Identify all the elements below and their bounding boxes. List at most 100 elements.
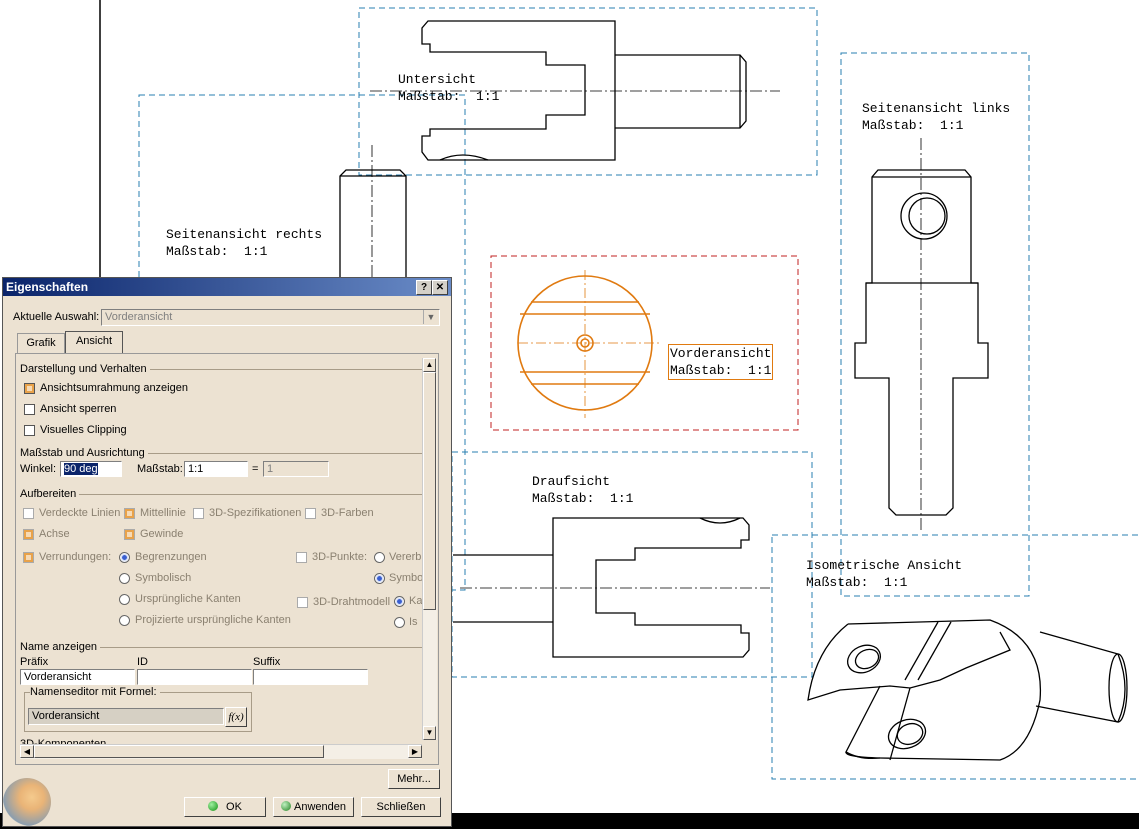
radio-symbolisch[interactable] [119, 573, 130, 584]
namenseditor-title: Namenseditor mit Formel: [30, 686, 160, 698]
radio-vererb[interactable] [374, 552, 385, 563]
label-3d-punkte: 3D-Punkte: [312, 551, 368, 563]
ok-button[interactable]: OK [184, 797, 266, 817]
anwenden-label: Anwenden [294, 801, 346, 813]
scroll-right-icon[interactable]: ▶ [408, 745, 422, 758]
vertical-scrollbar[interactable]: ▲ ▼ [422, 358, 437, 740]
label-symbolisch: Symbolisch [135, 572, 192, 584]
aktuelle-auswahl-value: Vorderansicht [105, 311, 173, 323]
checkbox-verdeckte-linien[interactable] [23, 508, 34, 519]
massstab-input[interactable]: 1:1 [184, 461, 248, 477]
checkbox-3d-farben[interactable] [305, 508, 316, 519]
properties-dialog[interactable]: Eigenschaften ? ✕ Aktuelle Auswahl: Vord… [2, 277, 452, 827]
label-suffix: Suffix [253, 656, 281, 668]
schliessen-button[interactable]: Schließen [361, 797, 441, 817]
view-label-isometrisch[interactable]: Isometrische Ansicht Maßstab: 1:1 [806, 557, 962, 591]
label-visuelles-clipping: Visuelles Clipping [40, 424, 127, 436]
label-3d-farben: 3D-Farben [321, 507, 374, 519]
radio-begrenzungen[interactable] [119, 552, 130, 563]
checkbox-3d-punkte[interactable] [296, 552, 307, 563]
view-scale: Maßstab: 1:1 [398, 89, 500, 104]
frame-isometrisch[interactable] [771, 534, 1139, 780]
geometry-seitenansicht-links [854, 138, 989, 530]
label-ka: Ka [409, 595, 423, 607]
label-urspruengliche-kanten: Ursprüngliche Kanten [135, 593, 241, 605]
tab-panel-ansicht: Darstellung und Verhalten Ansichtsumrahm… [15, 353, 439, 765]
geometry-vorderansicht [517, 270, 660, 418]
group-title-3d-komponenten: 3D-Komponenten [20, 738, 107, 744]
view-label-draufsicht[interactable]: Draufsicht Maßstab: 1:1 [532, 473, 633, 507]
checkbox-ansichtsumrahmung[interactable] [24, 383, 35, 394]
namenseditor-input[interactable]: Vorderansicht [28, 708, 224, 725]
hscrollbar-thumb[interactable] [34, 745, 324, 758]
label-id: ID [137, 656, 148, 668]
mehr-button[interactable]: Mehr... [388, 769, 440, 789]
frame-seitenansicht-links[interactable] [840, 52, 1030, 597]
checkbox-verrundungen[interactable] [23, 552, 34, 563]
horizontal-scrollbar[interactable]: ◀ ▶ [20, 744, 422, 759]
view-label-seitenansicht-links[interactable]: Seitenansicht links Maßstab: 1:1 [862, 100, 1010, 134]
checkbox-achse[interactable] [23, 529, 34, 540]
radio-ka[interactable] [394, 596, 405, 607]
checkbox-3d-drahtmodell[interactable] [297, 597, 308, 608]
geometry-seitenansicht-rechts [339, 145, 407, 280]
view-name: Vorderansicht [670, 346, 772, 361]
checkbox-gewinde[interactable] [124, 529, 135, 540]
label-3d-drahtmodell: 3D-Drahtmodell [313, 596, 391, 608]
frame-draufsicht[interactable] [451, 451, 813, 678]
view-label-vorderansicht[interactable]: Vorderansicht Maßstab: 1:1 [668, 344, 774, 380]
checkbox-visuelles-clipping[interactable] [24, 425, 35, 436]
tab-ansicht[interactable]: Ansicht [65, 331, 123, 354]
label-projizierte-kanten: Projizierte ursprüngliche Kanten [135, 614, 291, 626]
aktuelle-auswahl-dropdown[interactable]: Vorderansicht ▼ [101, 309, 440, 326]
group-title-name: Name anzeigen [20, 641, 101, 653]
scroll-down-icon[interactable]: ▼ [423, 726, 436, 740]
aktuelle-auswahl-label: Aktuelle Auswahl: [13, 311, 100, 323]
label-is: Is [409, 616, 418, 628]
geometry-isometrisch [807, 619, 1128, 761]
checkbox-mittellinie[interactable] [124, 508, 135, 519]
close-button[interactable]: ✕ [432, 280, 448, 295]
tab-grafik[interactable]: Grafik [17, 333, 65, 353]
view-name: Seitenansicht rechts [166, 227, 323, 242]
group-divider [20, 369, 422, 370]
chevron-down-icon: ▼ [423, 310, 438, 324]
radio-urspruengliche-kanten[interactable] [119, 594, 130, 605]
radio-is[interactable] [394, 617, 405, 628]
label-praefix: Präfix [20, 656, 49, 668]
anwenden-button[interactable]: Anwenden [273, 797, 354, 817]
label-winkel: Winkel: [20, 463, 57, 475]
frame-vorderansicht[interactable] [490, 255, 799, 431]
geometry-draufsicht [453, 517, 770, 658]
group-title-darstellung: Darstellung und Verhalten [20, 363, 150, 375]
ok-label: OK [226, 801, 242, 813]
view-label-untersicht[interactable]: Untersicht Maßstab: 1:1 [398, 71, 499, 105]
radio-symbo[interactable] [374, 573, 385, 584]
checkbox-3d-spezifikationen[interactable] [193, 508, 204, 519]
label-massstab: Maßstab: [137, 463, 183, 475]
label-vererb: Vererb [389, 551, 422, 563]
praefix-input[interactable]: Vorderansicht [20, 669, 135, 685]
view-label-seitenansicht-rechts[interactable]: Seitenansicht rechts Maßstab: 1:1 [166, 226, 322, 260]
view-name: Untersicht [398, 72, 477, 87]
view-scale: Maßstab: 1:1 [670, 363, 772, 378]
label-ansicht-sperren: Ansicht sperren [40, 403, 117, 415]
scroll-up-icon[interactable]: ▲ [423, 358, 436, 372]
suffix-input[interactable] [253, 669, 368, 685]
fx-formula-button[interactable]: f(x) [225, 707, 247, 727]
help-button[interactable]: ? [416, 280, 432, 295]
view-name: Isometrische Ansicht [806, 558, 963, 573]
frame-untersicht[interactable] [358, 7, 818, 176]
scroll-left-icon[interactable]: ◀ [20, 745, 34, 758]
dialog-titlebar[interactable]: Eigenschaften ? ✕ [3, 278, 451, 296]
geometry-untersicht [370, 20, 780, 161]
checkbox-ansicht-sperren[interactable] [24, 404, 35, 415]
group-divider [20, 494, 422, 495]
id-input[interactable] [137, 669, 252, 685]
scrollbar-thumb[interactable] [423, 372, 436, 610]
winkel-input[interactable]: 90 deg [60, 461, 122, 477]
label-mittellinie: Mittellinie [140, 507, 186, 519]
radio-projizierte-kanten[interactable] [119, 615, 130, 626]
dialog-title: Eigenschaften [6, 280, 89, 294]
